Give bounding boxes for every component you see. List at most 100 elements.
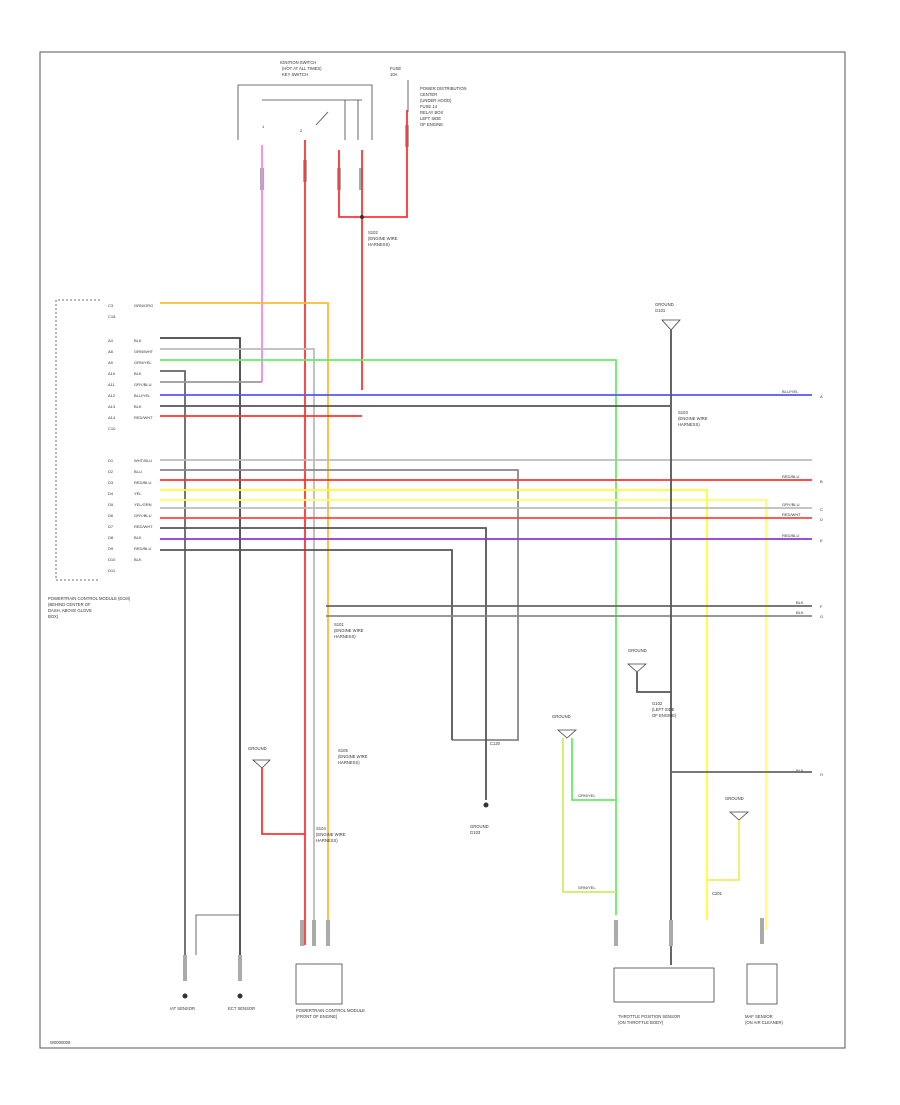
svg-text:HARNESS): HARNESS) <box>316 838 338 843</box>
svg-text:LEFT SIDE: LEFT SIDE <box>420 116 441 121</box>
maf-label: MAF SENSOR <box>745 1014 773 1019</box>
svg-text:(ENGINE WIRE: (ENGINE WIRE <box>334 628 364 633</box>
svg-text:A: A <box>820 394 823 399</box>
wire-green-lower-2 <box>571 738 616 801</box>
svg-text:GRY/BLU: GRY/BLU <box>782 502 800 507</box>
svg-text:HARNESS): HARNESS) <box>334 634 356 639</box>
svg-text:D1: D1 <box>108 458 114 463</box>
svg-text:GRN/ORG: GRN/ORG <box>134 303 153 308</box>
svg-text:A12: A12 <box>108 393 116 398</box>
ign-switch-sub1: (HOT AT ALL TIMES) <box>282 66 322 71</box>
wire-black-a4 <box>160 337 241 960</box>
svg-text:1: 1 <box>262 124 265 129</box>
svg-text:G101: G101 <box>655 308 666 313</box>
ign-switch-outline <box>237 84 373 140</box>
svg-text:C201: C201 <box>712 891 723 896</box>
svg-text:C10: C10 <box>108 426 116 431</box>
svg-text:HARNESS): HARNESS) <box>368 242 390 247</box>
svg-text:(BEHIND CENTER OF: (BEHIND CENTER OF <box>48 602 91 607</box>
svg-text:D3: D3 <box>108 480 114 485</box>
ignition-switch-block: IGNITION SWITCH (HOT AT ALL TIMES) KEY S… <box>237 60 467 140</box>
svg-text:GROUND: GROUND <box>628 648 647 653</box>
svg-text:RED/WHT: RED/WHT <box>134 524 153 529</box>
ground-cluster-center: GROUND G102 (LEFT SIDE OF ENGINE) <box>626 648 812 773</box>
svg-text:C: C <box>820 507 823 512</box>
svg-text:(ENGINE WIRE: (ENGINE WIRE <box>316 832 346 837</box>
wire-ground-center <box>636 672 671 693</box>
fuse-sub: 10A <box>390 72 398 77</box>
iat-bracket <box>195 914 240 955</box>
svg-text:D5: D5 <box>108 502 114 507</box>
ecm-dashed-outline <box>55 299 100 581</box>
svg-text:BLK: BLK <box>796 600 804 605</box>
svg-text:(FRONT OF ENGINE): (FRONT OF ENGINE) <box>296 1014 338 1019</box>
svg-text:S104: S104 <box>316 826 326 831</box>
svg-text:GRN/YEL: GRN/YEL <box>134 360 152 365</box>
wire-black-d10 <box>160 549 453 740</box>
svg-text:(UNDER HOOD): (UNDER HOOD) <box>420 98 452 103</box>
svg-text:RED/BLU: RED/BLU <box>782 533 799 538</box>
wire-black-d8 <box>160 527 487 800</box>
svg-text:D7: D7 <box>108 524 114 529</box>
svg-text:G: G <box>820 614 823 619</box>
ecm-connector-block: POWERTRAIN CONTROL MODULE (ECM) (BEHIND … <box>48 299 154 619</box>
ground-center-bottom: C120 GROUND G103 <box>470 741 501 835</box>
ign-switch-sub2: KEY SWITCH <box>282 72 308 77</box>
svg-text:S103: S103 <box>678 410 688 415</box>
svg-text:DASH, ABOVE GLOVE: DASH, ABOVE GLOVE <box>48 608 92 613</box>
ground-green-sensor: GROUND GRN/YEL GRN/YEL <box>552 714 616 893</box>
svg-text:RED/WHT: RED/WHT <box>782 512 801 517</box>
svg-text:BLK: BLK <box>134 404 142 409</box>
maf-box <box>746 963 778 1005</box>
svg-text:WHT/BLU: WHT/BLU <box>134 458 152 463</box>
svg-text:RED/BLU: RED/BLU <box>782 474 799 479</box>
ground-yellow-right: GROUND C201 <box>707 796 750 896</box>
svg-text:A14: A14 <box>108 415 116 420</box>
ground-label-top: GROUND <box>655 302 674 307</box>
svg-text:BLU/YEL: BLU/YEL <box>134 393 151 398</box>
svg-text:(ON THROTTLE BODY): (ON THROTTLE BODY) <box>618 1020 664 1025</box>
svg-text:BLK: BLK <box>796 768 804 773</box>
svg-text:YEL: YEL <box>134 491 142 496</box>
svg-text:(ENGINE WIRE: (ENGINE WIRE <box>368 236 398 241</box>
svg-text:RED/BLU: RED/BLU <box>134 546 151 551</box>
svg-text:D: D <box>820 517 823 522</box>
svg-text:GRN/YEL: GRN/YEL <box>578 885 596 890</box>
wire-yellow-d5 <box>160 499 767 930</box>
wire-red-ground <box>261 768 305 835</box>
wire-black-a10 <box>160 370 186 960</box>
diagram-frame <box>39 51 846 1049</box>
iat-label: IAT SENSOR <box>170 1006 195 1011</box>
svg-text:D9: D9 <box>108 546 114 551</box>
svg-text:OF ENGINE: OF ENGINE <box>420 122 443 127</box>
tps-label: THROTTLE POSITION SENSOR <box>618 1014 680 1019</box>
svg-text:C120: C120 <box>490 741 501 746</box>
ground-red-lower: GROUND S104 (ENGINE WIRE HARNESS) S105 (… <box>248 746 368 843</box>
wire-gray-d2 <box>160 469 519 741</box>
wire-yellow-d4 <box>160 489 708 920</box>
wire-green-a9 <box>160 359 617 915</box>
wire-yellow-ground <box>707 820 740 881</box>
svg-text:GRN/WHT: GRN/WHT <box>134 349 154 354</box>
svg-text:CENTER: CENTER <box>420 92 437 97</box>
svg-text:H: H <box>820 772 823 777</box>
right-ground-column: GROUND G101 S103 (ENGINE WIRE HARNESS) <box>655 302 708 965</box>
svg-text:G103: G103 <box>470 830 481 835</box>
svg-text:F: F <box>820 604 823 609</box>
svg-text:D10: D10 <box>108 557 116 562</box>
svg-text:D6: D6 <box>108 513 114 518</box>
svg-text:G102: G102 <box>652 701 663 706</box>
svg-text:GROUND: GROUND <box>470 824 489 829</box>
svg-text:HARNESS): HARNESS) <box>678 422 700 427</box>
wire-red-jumper <box>338 150 362 218</box>
svg-text:(ON AIR CLEANER): (ON AIR CLEANER) <box>745 1020 784 1025</box>
ign-switch-title: IGNITION SWITCH <box>280 60 316 65</box>
ground-symbol-red <box>251 759 271 769</box>
svg-text:RED/BLU: RED/BLU <box>134 480 151 485</box>
svg-text:BLU/YEL: BLU/YEL <box>782 389 799 394</box>
ground-symbol-top <box>661 319 681 331</box>
harness-wires <box>160 302 812 960</box>
wire-orange <box>160 302 329 940</box>
svg-text:E: E <box>820 538 823 543</box>
svg-text:GRN/YEL: GRN/YEL <box>578 793 596 798</box>
